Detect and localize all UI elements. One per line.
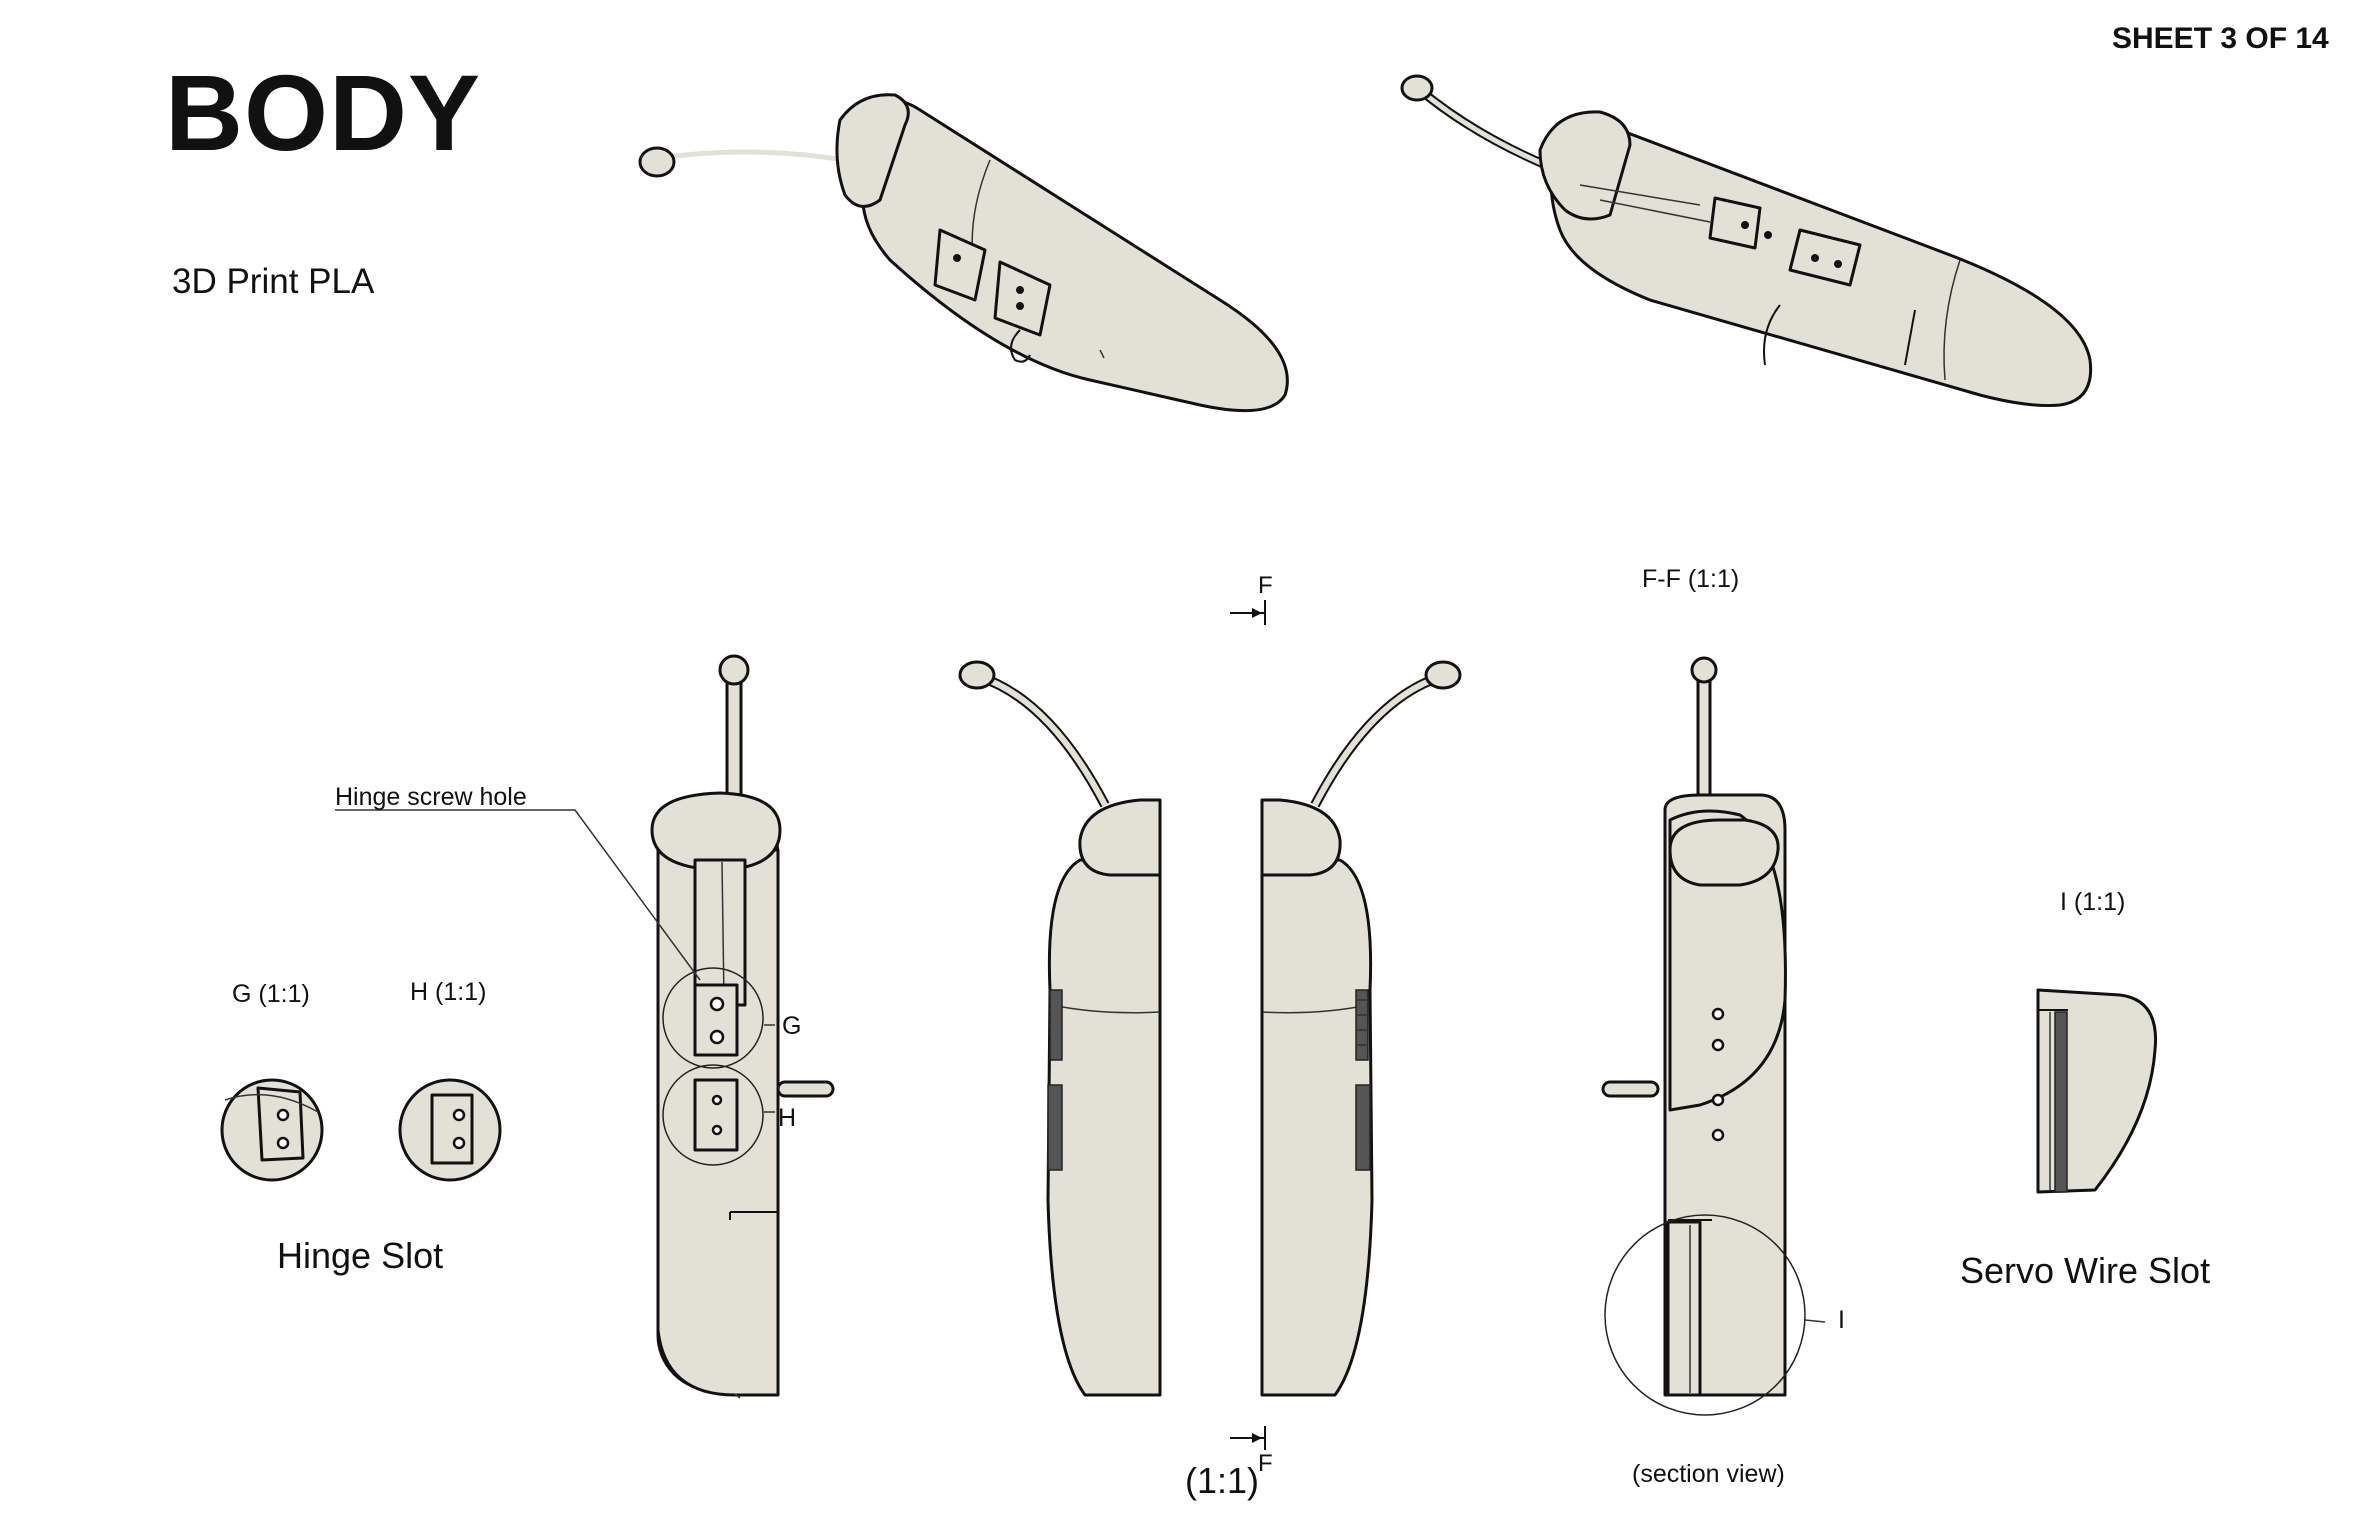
section-markers bbox=[1230, 600, 1266, 1450]
hinge-slot-caption: Hinge Slot bbox=[277, 1235, 444, 1276]
section-marker-top: F bbox=[1258, 572, 1273, 599]
isometric-view-right bbox=[1400, 74, 2093, 408]
section-view-caption: (section view) bbox=[1632, 1460, 1785, 1488]
drawing-title: BODY bbox=[165, 52, 482, 173]
hinge-screw-hole-callout: Hinge screw hole bbox=[335, 783, 527, 811]
servo-wire-slot-caption: Servo Wire Slot bbox=[1960, 1250, 2211, 1291]
section-title: F-F (1:1) bbox=[1642, 565, 1740, 593]
detail-h-title: H (1:1) bbox=[410, 978, 487, 1006]
detail-g-title: G (1:1) bbox=[232, 980, 310, 1008]
side-view-b bbox=[1260, 660, 1462, 1397]
detail-i bbox=[2036, 988, 2158, 1194]
section-marker-bottom: F bbox=[1258, 1450, 1273, 1477]
detail-h-marker: H bbox=[778, 1104, 797, 1132]
detail-i-title: I (1:1) bbox=[2060, 888, 2126, 916]
detail-h bbox=[398, 1078, 502, 1182]
detail-i-marker: I bbox=[1838, 1306, 1845, 1334]
side-view-a bbox=[958, 660, 1162, 1397]
scale-label: (1:1) bbox=[1185, 1460, 1260, 1501]
callout-leaders bbox=[335, 809, 775, 1113]
front-view bbox=[650, 654, 835, 1399]
detail-g-marker: G bbox=[782, 1012, 802, 1040]
material-note: 3D Print PLA bbox=[172, 262, 375, 301]
sheet-number: SHEET 3 OF 14 bbox=[2112, 22, 2329, 55]
detail-g bbox=[220, 1078, 324, 1182]
isometric-view-left bbox=[638, 93, 1289, 413]
section-view bbox=[1601, 656, 1826, 1416]
